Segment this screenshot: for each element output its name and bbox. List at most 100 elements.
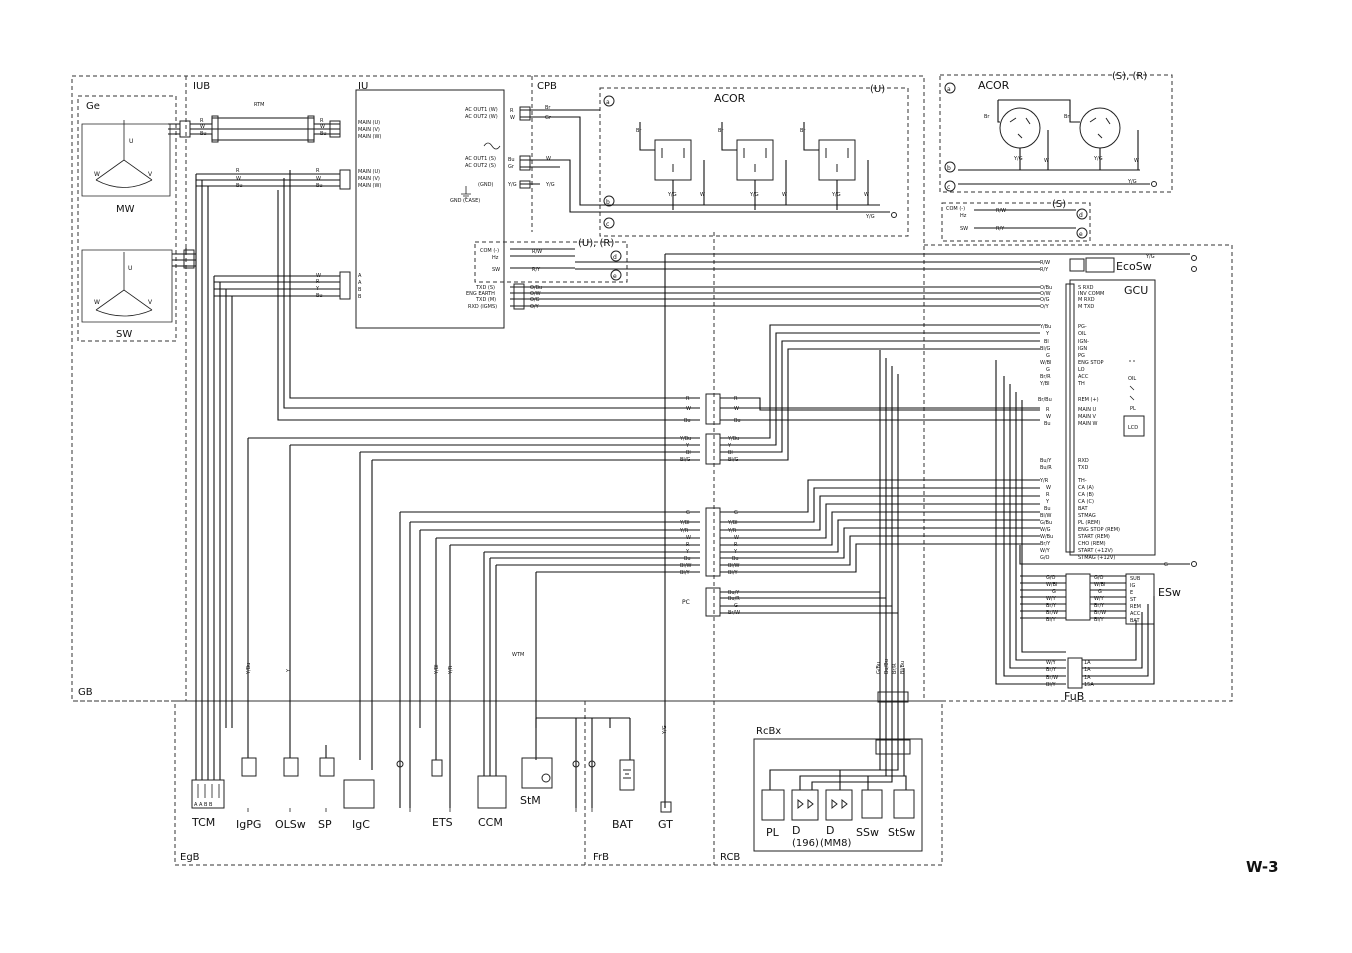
wl-c-bu4: Bu <box>732 556 739 562</box>
acor-sr-box <box>939 74 1173 193</box>
esw-t4: REM <box>1130 604 1141 610</box>
d196-label: D <box>792 824 800 837</box>
wl-hz-s: Hz <box>960 213 967 219</box>
iu-ac-out2-w: AC OUT2 (W) <box>465 114 498 120</box>
wl-esw-g2: G <box>1098 589 1102 595</box>
wl-brr-gcu: Br/R <box>1040 374 1051 380</box>
acor-u-br-1: Br <box>636 128 642 134</box>
gnd-leads <box>247 808 593 812</box>
wire-sw-to-iu <box>172 248 340 728</box>
conn-center-1 <box>705 393 721 425</box>
gnd-ecosw-2 <box>1191 266 1197 272</box>
wl-egb-blbu: Bl/Bu <box>900 661 906 674</box>
gnd-egb-3 <box>588 760 596 768</box>
wire-yg-ground <box>664 253 1190 808</box>
wl-egb-y: Y <box>286 668 292 673</box>
wl-fub-wy: W/Y <box>1046 660 1057 666</box>
gcu-t7: IGN <box>1078 346 1087 352</box>
wl-c-y4: Y <box>733 549 738 555</box>
wl-w-4: W <box>316 176 321 182</box>
ets-label: ETS <box>432 816 453 829</box>
olsw-label: OLSw <box>275 818 306 831</box>
wl-egb-brr: Br/R <box>892 663 898 674</box>
gcu-t29: START (+12V) <box>1078 548 1113 554</box>
wl-obu: O/Bu <box>530 285 542 291</box>
igpg-body <box>241 757 257 777</box>
wire-fub-right <box>1082 596 1155 685</box>
wl-ry-iu: R/Y <box>532 267 541 273</box>
gcu-t11: ACC <box>1078 374 1089 380</box>
acor-u-box <box>599 87 909 237</box>
wl-c-blg: Bl/G <box>680 457 691 463</box>
fub-fuses: 1A 1A 1A 15A <box>1084 660 1094 688</box>
twistlock-1 <box>999 107 1041 149</box>
page-label: W-3 <box>1246 858 1279 876</box>
s-switch-wiring <box>974 209 1076 229</box>
iu-gnd-case: GND (CASE) <box>450 198 480 204</box>
wl-c-blg2: Bl/G <box>728 457 739 463</box>
label-gcu: GCU <box>1124 284 1148 297</box>
wl-w-1: W <box>200 124 205 130</box>
marker-b-sr-text: b <box>947 165 951 172</box>
iu-main-v-2: MAIN (V) <box>358 176 380 182</box>
wl-r-gcu: R <box>1046 407 1050 413</box>
fuse-2: 1A <box>1084 675 1091 681</box>
wl-rtm: RTM <box>254 102 264 108</box>
wire-serial-com <box>510 248 1040 270</box>
label-fub: FuB <box>1064 690 1084 703</box>
conn-iub-4 <box>339 271 351 300</box>
iu-hz: Hz <box>492 255 499 261</box>
area-labels: IUB IU CPB Ge GB EgB FrB RCB RcBx GCU ES… <box>78 71 1181 863</box>
label-acor-u: ACOR <box>714 92 746 105</box>
sw-label: SW <box>116 329 132 340</box>
marker-b-u <box>603 195 615 207</box>
gcu-t22: CA (C) <box>1078 499 1094 505</box>
dmm8-sub: (MM8) <box>820 838 852 849</box>
esw-t1: IG <box>1130 583 1135 589</box>
wl-rw-iu: R/W <box>532 249 542 255</box>
wl-w-2: W <box>320 124 325 130</box>
wire-egb-misc <box>247 728 537 808</box>
wl-r-2: R <box>320 118 324 124</box>
wl-wbu-gcu: W/Bu <box>1040 534 1053 540</box>
gcu-t8: PG <box>1078 353 1085 359</box>
wl-w-3: W <box>236 176 241 182</box>
d196-sub: (196) <box>792 838 819 849</box>
marker-a-u-text: a <box>606 99 610 106</box>
stsw-body <box>893 789 915 819</box>
wl-bu-sw: Bu <box>316 293 323 299</box>
tcm-body <box>191 779 225 809</box>
iu-txd-s: TXD (S) <box>475 285 495 291</box>
wl-w2-gcu: W <box>1046 485 1051 491</box>
wl-pc-g: G <box>734 603 738 609</box>
gcu-oil: OIL <box>1128 376 1136 382</box>
wl-yg-gcu: Y/G <box>1145 254 1155 260</box>
iu-main-w-2: MAIN (W) <box>358 183 381 189</box>
wire-r-line <box>449 511 1040 728</box>
tcm-pin-labels: A A B B <box>194 802 213 808</box>
gcu-terminal-labels: S RXD INV COMM M RXD M TXD PG- OIL IGN- … <box>1077 285 1145 561</box>
acor-u-w-1: W <box>700 192 705 198</box>
wl-fub-bry: Br/Y <box>1046 667 1057 673</box>
tcm-pins <box>197 784 220 798</box>
wl-wbl-gcu: W/Bl <box>1040 360 1051 366</box>
dmm8-body <box>825 789 853 821</box>
wl-bu2-gcu: Bu <box>1044 506 1051 512</box>
acor-u-yg-3: Y/G <box>831 192 841 198</box>
wl-c-r2: R <box>734 396 738 402</box>
sw-w: W <box>94 299 100 306</box>
circle-markers: a b c a b c d e d e <box>603 82 1088 281</box>
wl-r-sw: R <box>316 279 320 285</box>
outlet-blades-3 <box>825 148 849 172</box>
conn-cpb-3 <box>519 180 531 189</box>
wl-ry-s: R/Y <box>996 226 1005 232</box>
wire-w-line <box>435 503 1040 728</box>
olsw-body <box>283 757 299 777</box>
acor-sr-br-2: Br <box>1064 114 1070 120</box>
fuse-3: 15A <box>1084 682 1094 688</box>
wl-c-blw2: Bl/W <box>728 563 740 569</box>
wire-ybl-line <box>409 487 1040 728</box>
conn-rtm-2 <box>307 115 315 143</box>
gcu-t21: CA (B) <box>1078 492 1094 498</box>
iu-main-v-1: MAIN (V) <box>358 127 380 133</box>
